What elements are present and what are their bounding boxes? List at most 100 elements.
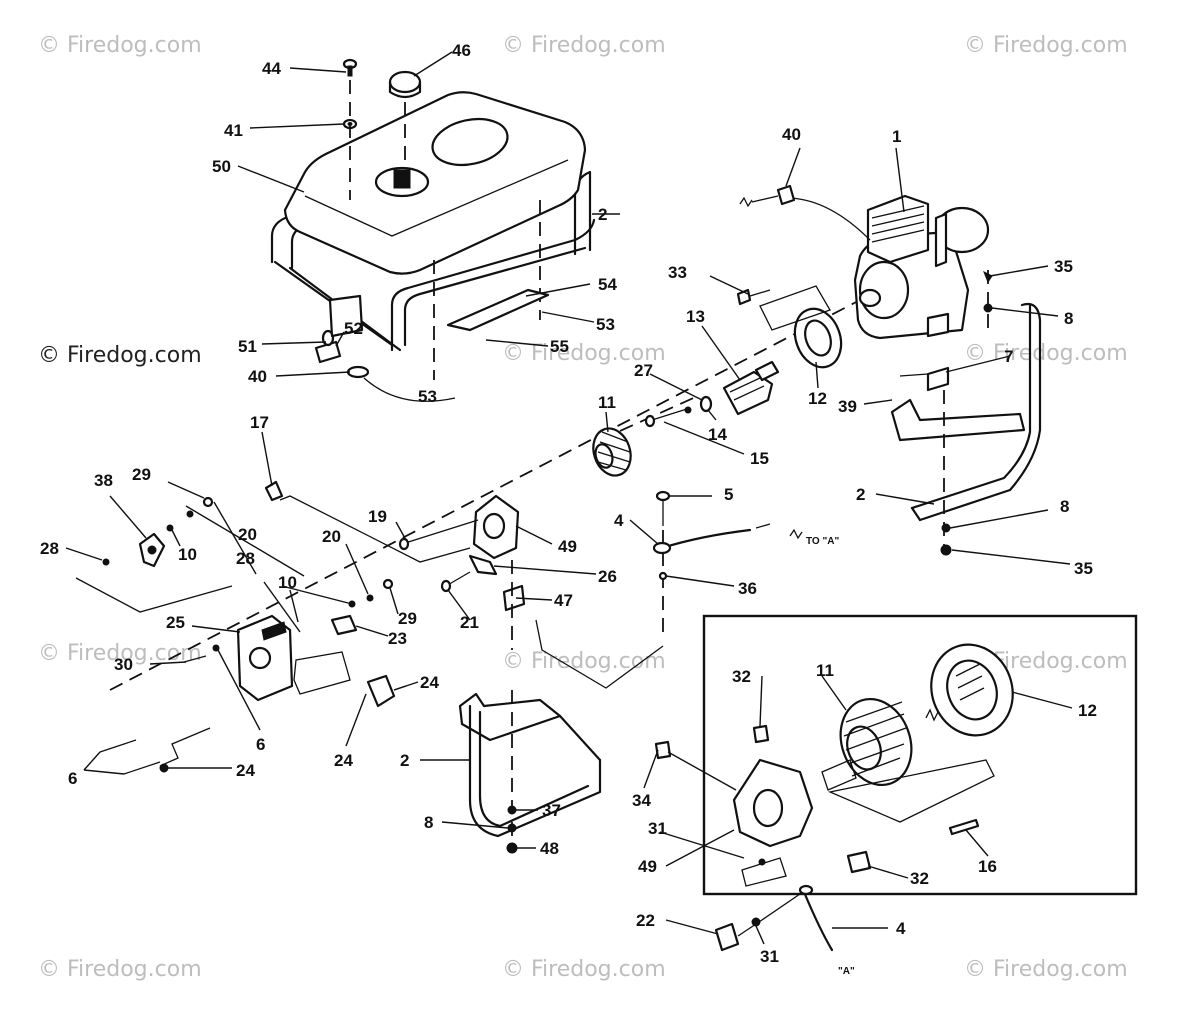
assembly-lead-line (75, 577, 233, 613)
callout-label: 17 (250, 413, 269, 432)
callout-label: 12 (1078, 701, 1097, 720)
watermark: © Firedog.com (502, 33, 666, 58)
leader-lines (65, 51, 1073, 945)
callout-label: 39 (838, 397, 857, 416)
bolt-head (655, 490, 671, 502)
nameplate (261, 621, 287, 641)
brush (846, 850, 872, 874)
base-plate (458, 692, 562, 742)
washer (159, 763, 169, 773)
fuel-tank (283, 91, 587, 275)
callout-label: 29 (398, 609, 417, 628)
assembly-lead-line (737, 893, 801, 937)
fuel-tank-assembly (270, 58, 596, 402)
detail-inset (654, 643, 1014, 887)
ignition-wire (789, 197, 871, 241)
fuel-shutoff-valve (314, 329, 370, 379)
receptacle (366, 674, 396, 708)
break-mark (925, 708, 939, 722)
key (948, 818, 980, 836)
rotor-windings (729, 377, 765, 401)
callout-label: 28 (236, 549, 255, 568)
terminal-screw (714, 922, 740, 952)
screw-head (440, 579, 452, 593)
nut (506, 842, 518, 854)
wire-break (739, 195, 779, 208)
note-to-a: TO "A" (806, 536, 839, 547)
washer (366, 594, 374, 602)
watermark: © Firedog.com (502, 957, 666, 982)
callout-label: 6 (256, 735, 265, 754)
assembly-lead-line (279, 495, 471, 563)
callout-label: 16 (978, 857, 997, 876)
callout-label: 27 (634, 361, 653, 380)
end-bell-bearing (752, 788, 784, 828)
watermark: © Firedog.com (38, 641, 202, 666)
frame-tube (478, 710, 590, 828)
fuel-cap (388, 70, 422, 99)
callout-label: 22 (636, 911, 655, 930)
assembly-lead-line (159, 727, 211, 767)
frame-tube (403, 246, 587, 347)
screw (183, 655, 207, 663)
parts-group-box (293, 651, 351, 695)
through-bolt (651, 407, 691, 421)
callout-label: 1 (892, 127, 901, 146)
callout-label: 12 (808, 389, 827, 408)
watermark: © Firedog.com (502, 649, 666, 674)
tank-opening (431, 117, 509, 167)
rotor-fan (754, 360, 780, 382)
callout-label: 46 (452, 41, 471, 60)
lead-break (755, 523, 803, 540)
callout-label: 31 (648, 819, 667, 838)
callout-label: 8 (1060, 497, 1069, 516)
callout-label: 6 (68, 769, 77, 788)
callout-label: 48 (540, 839, 559, 858)
engine-base-frame (890, 302, 1042, 556)
callout-label: 28 (40, 539, 59, 558)
cooling-fins (871, 205, 925, 243)
crankshaft (858, 288, 882, 308)
frame-tube (910, 506, 922, 522)
screw (99, 739, 161, 775)
callout-label: 47 (554, 591, 573, 610)
callout-label: 35 (1054, 257, 1073, 276)
callout-label: 13 (686, 307, 705, 326)
callout-label: 23 (388, 629, 407, 648)
callout-label: 54 (598, 275, 617, 294)
stator-laminations (597, 431, 631, 471)
switch (138, 532, 166, 568)
brush-holder (468, 554, 498, 576)
callout-label: 20 (322, 527, 341, 546)
mounting-bracket (926, 366, 950, 392)
callout-label: 51 (238, 337, 257, 356)
fan-hub (804, 319, 832, 357)
detail-inset-frame (702, 614, 1138, 896)
outlet (248, 646, 272, 670)
callout-label: 2 (598, 205, 607, 224)
parts-group-box (759, 285, 831, 331)
capacitor (502, 584, 526, 612)
lead-terminal (798, 884, 814, 896)
callout-label: 44 (262, 59, 281, 78)
callout-label: 24 (420, 673, 439, 692)
callout-label: 52 (344, 319, 363, 338)
end-bell-bearing (482, 512, 506, 540)
assembly-axis-line (109, 299, 861, 691)
tank-strap (446, 288, 550, 332)
callout-label: 29 (132, 465, 151, 484)
generator-core (592, 285, 843, 477)
parts-group-box (821, 759, 857, 791)
engine-cylinder (866, 194, 930, 264)
stator-bore (594, 443, 614, 469)
watermark: © Firedog.com (502, 341, 666, 366)
note-a: "A" (838, 966, 855, 977)
engine-foot (926, 312, 950, 338)
fan-hub (946, 659, 998, 721)
bracket-leader (899, 373, 929, 377)
washer (658, 571, 668, 581)
washer (102, 558, 110, 566)
callout-label: 21 (460, 613, 479, 632)
wire-clamp (776, 184, 796, 206)
callout-label: 20 (238, 525, 257, 544)
